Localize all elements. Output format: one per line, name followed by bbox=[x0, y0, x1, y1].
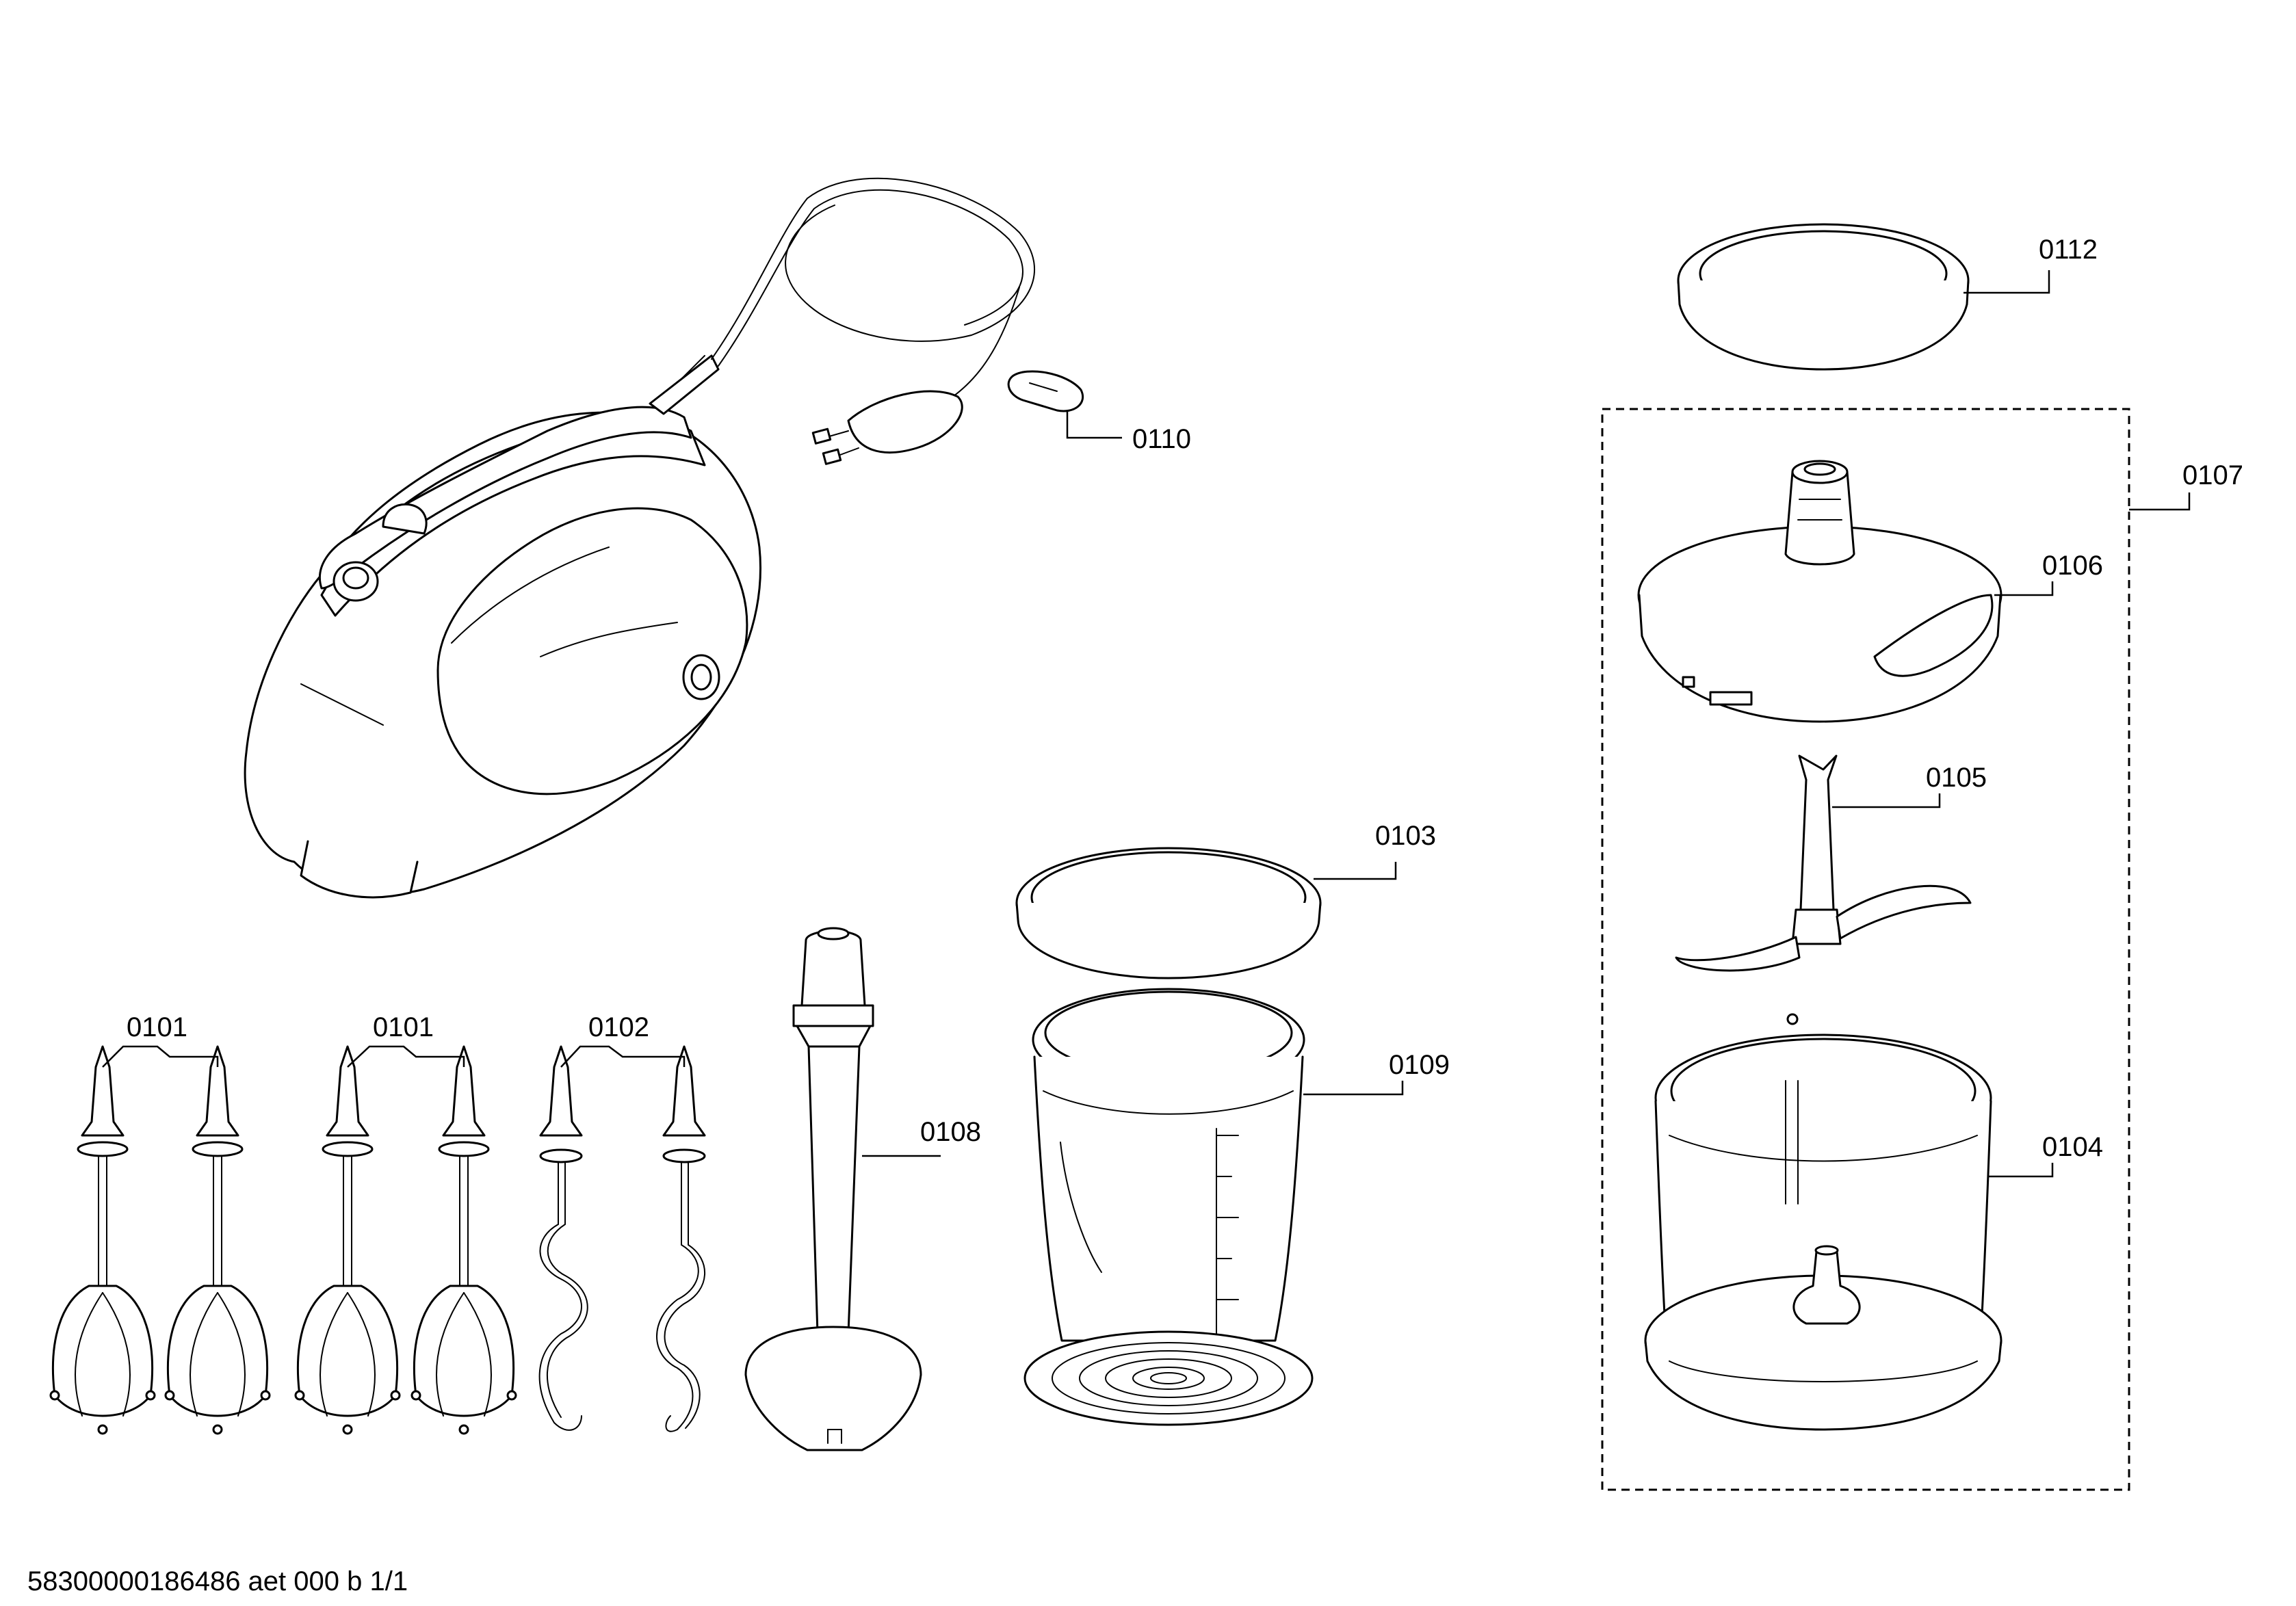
chopper-bowl bbox=[1644, 1013, 2003, 1431]
callout-0101-b: 0101 bbox=[373, 1012, 434, 1042]
callout-0109: 0109 bbox=[1389, 1050, 1450, 1080]
callout-0108: 0108 bbox=[920, 1117, 981, 1147]
callout-0104: 0104 bbox=[2042, 1132, 2103, 1162]
leader-lines bbox=[102, 270, 2191, 1178]
beater-pair-2 bbox=[294, 1045, 517, 1435]
callout-0101-a: 0101 bbox=[127, 1012, 187, 1042]
callout-0107: 0107 bbox=[2182, 460, 2243, 490]
blender-shaft bbox=[744, 927, 922, 1451]
chopper-lid-ring bbox=[1677, 223, 1970, 371]
dough-hook-pair bbox=[538, 1045, 706, 1432]
document-id: 58300000186486 aet 000 b 1/1 bbox=[27, 1566, 408, 1596]
hand-mixer-body bbox=[244, 177, 1084, 899]
measuring-beaker bbox=[1015, 847, 1322, 1426]
callout-0103: 0103 bbox=[1375, 821, 1436, 851]
callout-0105: 0105 bbox=[1926, 763, 1987, 793]
callout-0106: 0106 bbox=[2042, 551, 2103, 581]
callout-0110: 0110 bbox=[1132, 424, 1191, 454]
chopper-blade bbox=[1675, 754, 1972, 972]
beater-pair-1 bbox=[49, 1045, 271, 1435]
callout-0112: 0112 bbox=[2039, 235, 2098, 265]
callout-0102: 0102 bbox=[588, 1012, 649, 1042]
chopper-assembly-box bbox=[1601, 408, 2130, 1491]
chopper-gear-top bbox=[1637, 460, 2003, 723]
